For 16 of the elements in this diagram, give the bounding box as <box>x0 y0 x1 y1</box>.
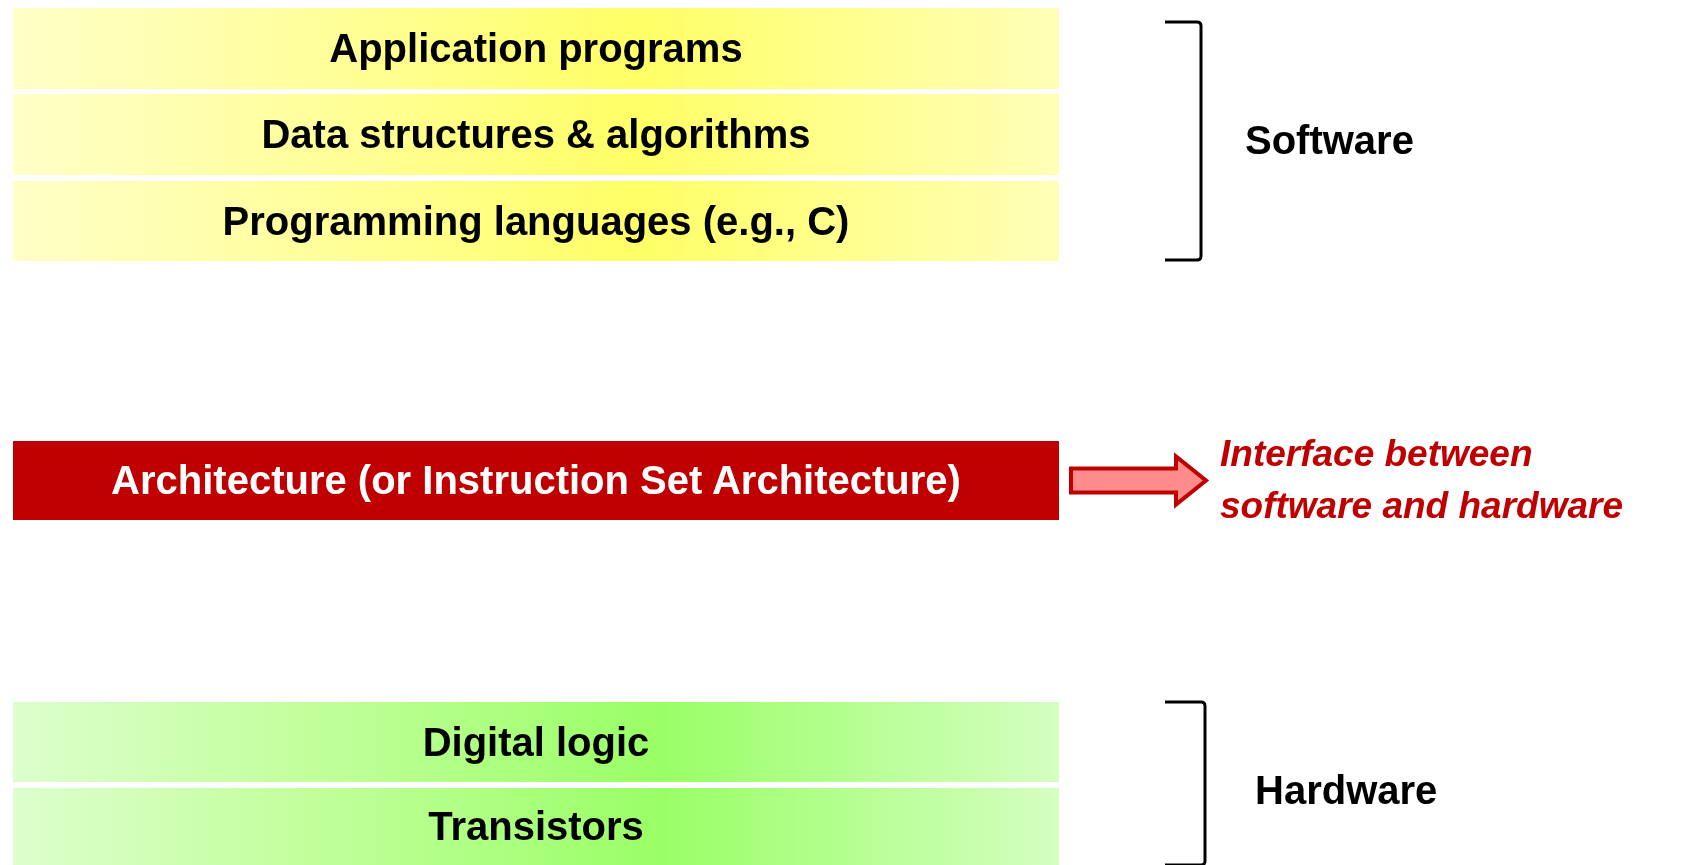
layer-name: Data structures & algorithms <box>261 112 811 157</box>
layer-band <box>13 788 1059 865</box>
note-text: Interface between software and hardware <box>1220 432 1624 528</box>
group-label: Hardware <box>1255 768 1438 813</box>
layer-name: Application programs <box>329 26 743 71</box>
group-label: Software <box>1245 118 1414 163</box>
layer-name: Digital logic <box>422 719 650 765</box>
block-arrow <box>1069 452 1210 509</box>
layer-name: Programming languages (e.g., C) <box>222 198 850 244</box>
layer-band <box>13 181 1059 261</box>
layer-band <box>13 441 1059 520</box>
layer-band <box>13 8 1059 89</box>
layer-band <box>13 94 1059 175</box>
layer-name: Architecture (or Instruction Set Architecture) <box>111 458 961 503</box>
layer-name: Transistors <box>428 804 644 849</box>
layer-band <box>13 702 1059 782</box>
